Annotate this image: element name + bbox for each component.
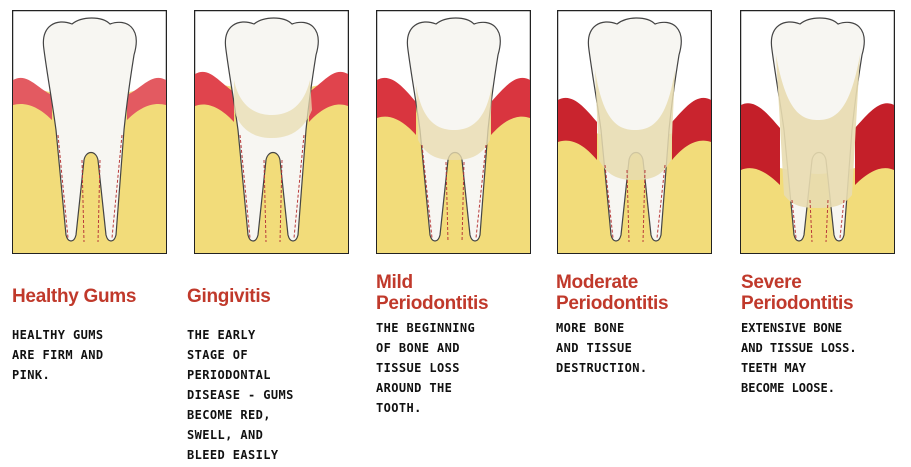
gingivitis-caption: Gingivitis THE EARLY STAGE OF PERIODONTA… bbox=[187, 286, 359, 465]
healthy-gums-caption: Healthy Gums HEALTHY GUMS ARE FIRM AND P… bbox=[12, 286, 184, 385]
stage-title: Moderate Periodontitis bbox=[556, 272, 728, 314]
healthy-gums-illustration bbox=[12, 10, 167, 254]
severe-periodontitis-caption: Severe Periodontitis EXTENSIVE BONE AND … bbox=[741, 272, 911, 398]
stage-description: EXTENSIVE BONE AND TISSUE LOSS. TEETH MA… bbox=[741, 318, 911, 398]
severe-periodontitis-illustration bbox=[740, 10, 895, 254]
stage-title: Healthy Gums bbox=[12, 286, 184, 307]
stage-title: Mild Periodontitis bbox=[376, 272, 548, 314]
stage-title: Gingivitis bbox=[187, 286, 359, 307]
moderate-periodontitis-illustration bbox=[557, 10, 712, 254]
gingivitis-illustration bbox=[194, 10, 349, 254]
stage-description: THE BEGINNING OF BONE AND TISSUE LOSS AR… bbox=[376, 318, 548, 418]
moderate-periodontitis-caption: Moderate Periodontitis MORE BONE AND TIS… bbox=[556, 272, 728, 378]
stage-description: MORE BONE AND TISSUE DESTRUCTION. bbox=[556, 318, 728, 378]
mild-periodontitis-caption: Mild Periodontitis THE BEGINNING OF BONE… bbox=[376, 272, 548, 418]
stage-description: HEALTHY GUMS ARE FIRM AND PINK. bbox=[12, 325, 184, 385]
stage-title: Severe Periodontitis bbox=[741, 272, 911, 314]
stage-description: THE EARLY STAGE OF PERIODONTAL DISEASE -… bbox=[187, 325, 359, 465]
mild-periodontitis-illustration bbox=[376, 10, 531, 254]
